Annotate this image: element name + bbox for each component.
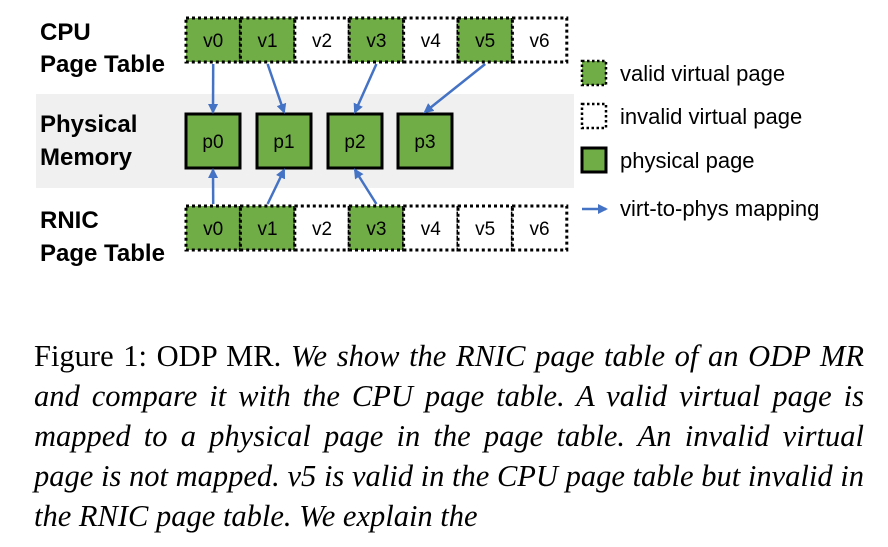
rnic-page-table: v0 v1 v2 v3 v4 v5 v6 — [184, 204, 569, 252]
rnic-cell-v0-valid — [184, 204, 242, 252]
cpu-cell-label-v6: v6 — [530, 31, 550, 52]
physical-page-label-p0: p0 — [202, 132, 223, 153]
legend-invalid-swatch — [580, 102, 608, 130]
cpu-cell-label-v5: v5 — [475, 31, 495, 52]
cpu-map-arrow-v1-p1 — [266, 63, 287, 114]
cpu-cell-v0-valid — [184, 16, 242, 64]
caption-lead: Figure 1: ODP MR. — [34, 339, 282, 373]
figure-caption: Figure 1: ODP MR. We show the RNIC page … — [34, 336, 864, 536]
cpu-cell-label-v1: v1 — [258, 31, 278, 52]
legend-physical-swatch — [580, 146, 608, 174]
physical-page-p2 — [326, 112, 384, 170]
physical-page-p0 — [184, 112, 242, 170]
cpu-map-arrow-v5-p3 — [423, 63, 486, 114]
physical-page-label-p3: p3 — [414, 132, 435, 153]
cpu-map-arrow-v3-p2 — [353, 63, 378, 114]
physical-page-label-p2: p2 — [344, 132, 365, 153]
cpu-page-table-label-line1: CPU — [40, 19, 91, 46]
legend-mapping-label: virt-to-phys mapping — [620, 196, 819, 221]
rnic-map-arrow-v1-p1 — [266, 168, 286, 205]
rnic-cell-label-v2: v2 — [312, 219, 332, 240]
legend-physical-label: physical page — [620, 148, 755, 173]
rnic-cell-label-v3: v3 — [366, 219, 386, 240]
physical-page-p3 — [396, 112, 454, 170]
cpu-cell-label-v0: v0 — [203, 31, 223, 52]
rnic-map-arrow-v3-p2 — [353, 168, 378, 205]
rnic-page-table-label-line2: Page Table — [40, 240, 165, 267]
caption-body: We show the RNIC page table of an ODP MR… — [34, 339, 864, 533]
legend-invalid-label: invalid virtual page — [620, 104, 802, 129]
rnic-cell-v1-valid — [238, 204, 297, 252]
cpu-cell-v2-invalid — [293, 16, 351, 64]
physical-page-p1 — [255, 112, 313, 170]
odp-mr-diagram: CPU Page Table Physical Memory RNIC Page… — [36, 16, 819, 267]
rnic-cell-label-v4: v4 — [421, 219, 442, 240]
rnic-cell-v4-invalid — [402, 204, 460, 252]
cpu-cell-v1-valid — [238, 16, 297, 64]
rnic-cell-v2-invalid — [293, 204, 351, 252]
cpu-cell-label-v2: v2 — [312, 31, 332, 52]
rnic-cell-v5-invalid — [456, 204, 514, 252]
physical-page-label-p1: p1 — [273, 132, 294, 153]
cpu-page-table-label-line2: Page Table — [40, 51, 165, 78]
physical-memory-label-line2: Memory — [40, 144, 133, 171]
cpu-cell-v3-valid — [347, 16, 406, 64]
rnic-cell-v3-valid — [347, 204, 406, 252]
rnic-cell-label-v5: v5 — [475, 219, 495, 240]
legend: valid virtual page invalid virtual page … — [580, 59, 819, 221]
legend-valid-swatch — [580, 59, 608, 87]
cpu-cell-v4-invalid — [402, 16, 460, 64]
rnic-cell-v6-invalid — [510, 204, 569, 252]
cpu-cell-label-v4: v4 — [421, 31, 442, 52]
cpu-page-table: v0 v1 v2 v3 v4 v5 v6 — [184, 16, 569, 64]
rnic-cell-label-v1: v1 — [258, 219, 278, 240]
legend-valid-label: valid virtual page — [620, 61, 785, 86]
rnic-cell-label-v0: v0 — [203, 219, 223, 240]
cpu-cell-v6-invalid — [510, 16, 569, 64]
physical-memory-label-line1: Physical — [40, 111, 137, 138]
rnic-page-table-label-line1: RNIC — [40, 207, 99, 234]
cpu-cell-v5-valid — [456, 16, 514, 64]
cpu-cell-label-v3: v3 — [366, 31, 386, 52]
mapping-arrows — [208, 63, 486, 205]
rnic-cell-label-v6: v6 — [530, 219, 550, 240]
physical-pages: p0 p1 p2 p3 — [184, 112, 454, 170]
